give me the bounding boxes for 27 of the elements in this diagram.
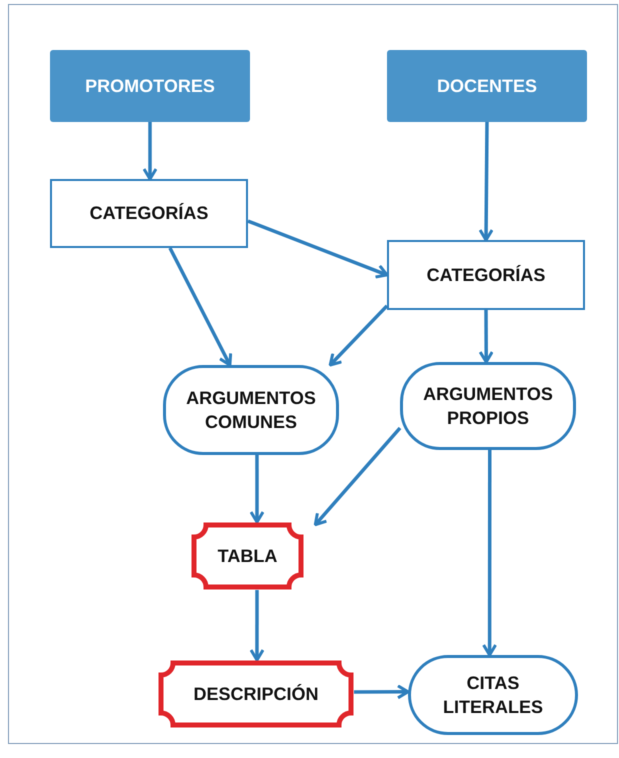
arrow xyxy=(482,450,498,656)
role-box xyxy=(387,50,587,122)
category-box xyxy=(387,240,585,310)
node-label: PROMOTORES xyxy=(85,74,215,98)
framed-box xyxy=(158,660,354,728)
arrow xyxy=(142,122,158,180)
node-label: TABLA xyxy=(218,544,278,568)
arrow xyxy=(478,310,494,364)
arrow xyxy=(247,219,388,278)
arrow xyxy=(250,455,264,524)
arrow xyxy=(314,426,402,526)
role-box xyxy=(50,50,250,122)
node-label: CATEGORÍAS xyxy=(426,264,546,287)
node-label: CATEGORÍAS xyxy=(90,202,208,226)
arrow xyxy=(328,304,388,366)
node-label: ARGUMENTOS PROPIOS xyxy=(422,382,554,430)
arrow xyxy=(168,247,232,366)
node-label: DOCENTES xyxy=(436,74,537,98)
arrow xyxy=(354,684,410,700)
node-label: ARGUMENTOS COMUNES xyxy=(185,386,317,434)
framed-box xyxy=(191,522,304,590)
arrow xyxy=(478,122,494,242)
category-box xyxy=(50,179,248,248)
rounded-box xyxy=(400,362,576,450)
node-label: DESCRIPCIÓN xyxy=(193,682,318,706)
arrow xyxy=(249,590,264,662)
node-label: CITAS LITERALES xyxy=(442,672,544,719)
